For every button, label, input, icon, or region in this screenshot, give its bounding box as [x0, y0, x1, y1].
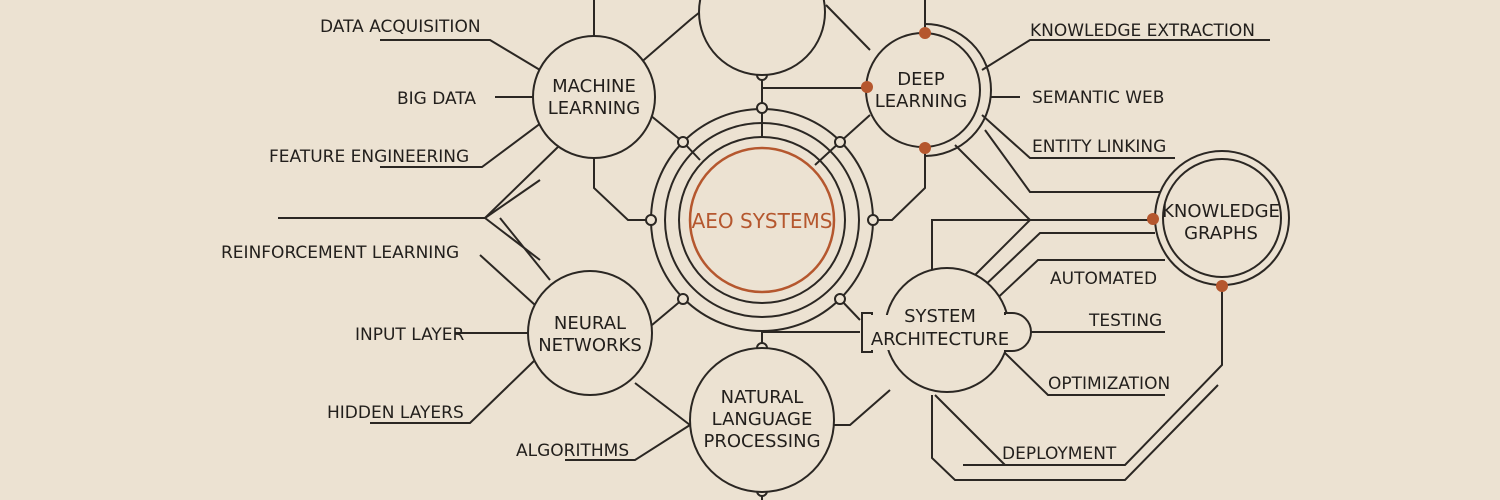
hub-label: KNOWLEDGE [1162, 201, 1280, 222]
label-big-data: BIG DATA [397, 89, 476, 109]
hub-label: ARCHITECTURE [871, 329, 1009, 350]
hub-deep-learning[interactable]: DEEP LEARNING [861, 23, 992, 157]
label-deployment: DEPLOYMENT [1002, 444, 1117, 464]
accent-dot [861, 81, 873, 93]
hub-label: MACHINE [552, 76, 636, 97]
label-feature-engineering: FEATURE ENGINEERING [269, 147, 469, 167]
label-algorithms: ALGORITHMS [516, 441, 629, 461]
center-label: AEO SYSTEMS [692, 209, 833, 233]
label-entity-linking: ENTITY LINKING [1032, 137, 1166, 157]
label-semantic-web: SEMANTIC WEB [1032, 88, 1164, 108]
hub-label: NATURAL [721, 387, 804, 408]
label-knowledge-extraction: KNOWLEDGE EXTRACTION [1030, 21, 1255, 41]
hub-label: DEEP [897, 69, 945, 90]
label-optimization: OPTIMIZATION [1048, 374, 1170, 394]
hub-knowledge-graphs[interactable]: KNOWLEDGE GRAPHS [1147, 150, 1290, 292]
hub-label: LEARNING [548, 98, 640, 119]
leaf-labels: DATA ACQUISITION BIG DATA FEATURE ENGINE… [221, 17, 1255, 464]
accent-dot [1216, 280, 1228, 292]
hub-system-architecture[interactable]: SYSTEM ARCHITECTURE [861, 267, 1032, 393]
label-testing: TESTING [1088, 311, 1162, 331]
label-input-layer: INPUT LAYER [355, 325, 465, 345]
label-reinforcement-learning: REINFORCEMENT LEARNING [221, 243, 459, 263]
hub-label: LEARNING [875, 91, 967, 112]
hub-label: LANGUAGE [712, 409, 813, 430]
hub-label: NETWORKS [538, 335, 642, 356]
hub-neural-networks[interactable]: NEURAL NETWORKS [527, 270, 653, 396]
hub-label: GRAPHS [1184, 223, 1258, 244]
label-hidden-layers: HIDDEN LAYERS [327, 403, 464, 423]
accent-dot [919, 27, 931, 39]
hub-natural-language-processing[interactable]: NATURAL LANGUAGE PROCESSING [689, 347, 835, 493]
accent-dot [919, 142, 931, 154]
label-data-acquisition: DATA ACQUISITION [320, 17, 481, 37]
top-node [698, 0, 826, 76]
center-ring [688, 146, 836, 294]
middle-ring [664, 122, 860, 318]
hub-label: SYSTEM [904, 306, 976, 327]
hub-label: PROCESSING [703, 431, 820, 452]
accent-dot [1147, 213, 1159, 225]
label-automated: AUTOMATED [1050, 269, 1157, 289]
inner-ring [678, 136, 846, 304]
hub-label: NEURAL [554, 313, 626, 334]
connector-lines [278, 0, 1270, 500]
hub-machine-learning[interactable]: MACHINE LEARNING [532, 35, 656, 159]
